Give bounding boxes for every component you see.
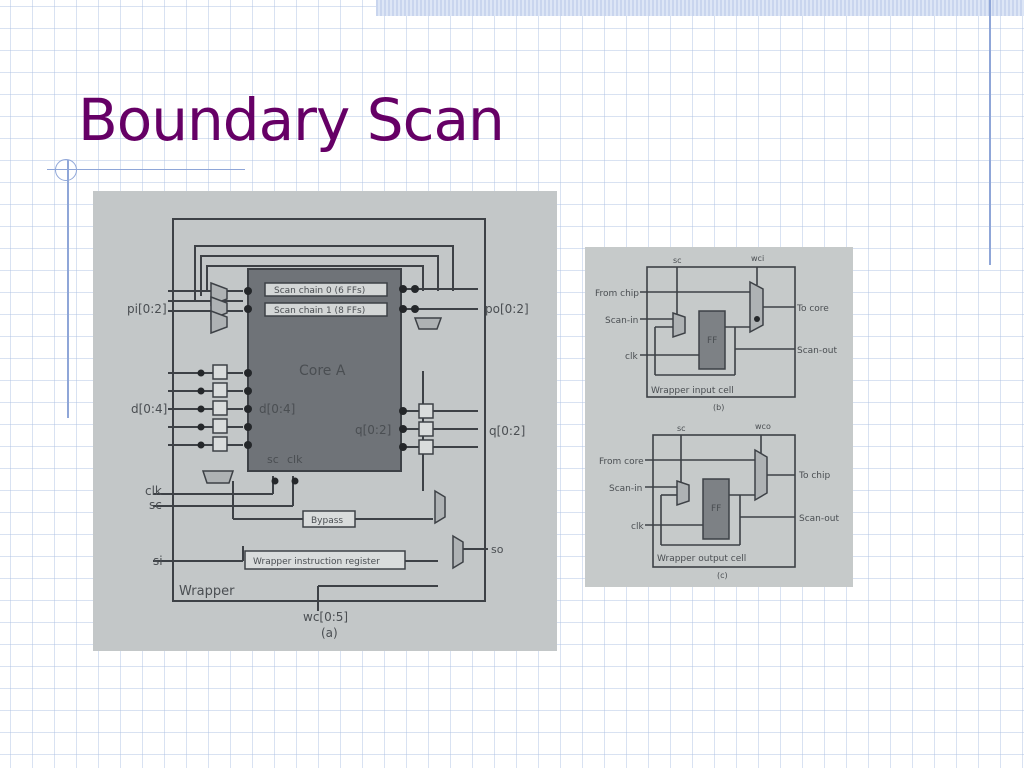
slide-title: Boundary Scan [78,86,505,154]
cell-b-label-to-core: To core [796,304,829,314]
cell-c-label-scan-out: Scan-out [799,514,840,524]
cell-c-label-scan-in: Scan-in [609,484,642,494]
cell-c-label-sc: sc [677,424,686,433]
figure-bc-wrapper-cells: sc wci From chip Scan-in clk FF To core … [585,247,853,587]
label-q: q[0:2] [489,424,525,438]
label-wc: wc[0:5] [303,610,348,624]
label-wir: Wrapper instruction register [253,557,380,567]
cell-b-label-clk: clk [625,352,638,362]
cell-c-label-wco: wco [755,422,771,431]
label-core-clk: clk [287,453,303,466]
cell-c-label-clk: clk [631,522,644,532]
figure-a-wrapper-diagram: pi[0:2] d[0:4] clk sc si Wrapper wc[0:5]… [93,191,557,651]
label-clk: clk [145,484,162,498]
cell-c-label-cell: Wrapper output cell [657,554,746,564]
left-accent-line [67,160,69,418]
top-decorative-bar [376,0,1024,16]
cell-b-label-scan-in: Scan-in [605,316,638,326]
label-bypass: Bypass [311,516,343,526]
cell-c-label-from-core: From core [599,457,644,467]
cell-c-label-ff: FF [711,504,721,514]
label-so: so [491,543,504,556]
title-underline [47,169,245,170]
crosshair-ornament [55,159,77,181]
label-scan-chain-0: Scan chain 0 (6 FFs) [274,286,365,296]
caption-a: (a) [321,626,338,640]
right-accent-line [989,0,991,265]
cell-b-label-ff: FF [707,336,717,346]
label-si: si [153,554,163,568]
label-core-sc: sc [267,453,279,466]
label-core: Core A [299,363,346,379]
label-core-d: d[0:4] [259,402,295,416]
label-scan-chain-1: Scan chain 1 (8 FFs) [274,306,365,316]
label-sc: sc [149,498,162,512]
cell-b-label-cell: Wrapper input cell [651,386,734,396]
cell-b-label-scan-out: Scan-out [797,346,838,356]
label-core-q: q[0:2] [355,423,391,437]
caption-b: (b) [713,403,724,412]
cell-b-label-wci: wci [751,254,764,263]
label-wrapper: Wrapper [179,584,235,599]
cell-c-label-to-chip: To chip [798,471,830,481]
cell-b-label-from-chip: From chip [595,289,639,299]
label-d: d[0:4] [131,402,167,416]
label-pi: pi[0:2] [127,302,167,316]
cell-b-label-sc: sc [673,256,682,265]
label-po: po[0:2] [485,302,529,316]
caption-c: (c) [717,571,728,580]
